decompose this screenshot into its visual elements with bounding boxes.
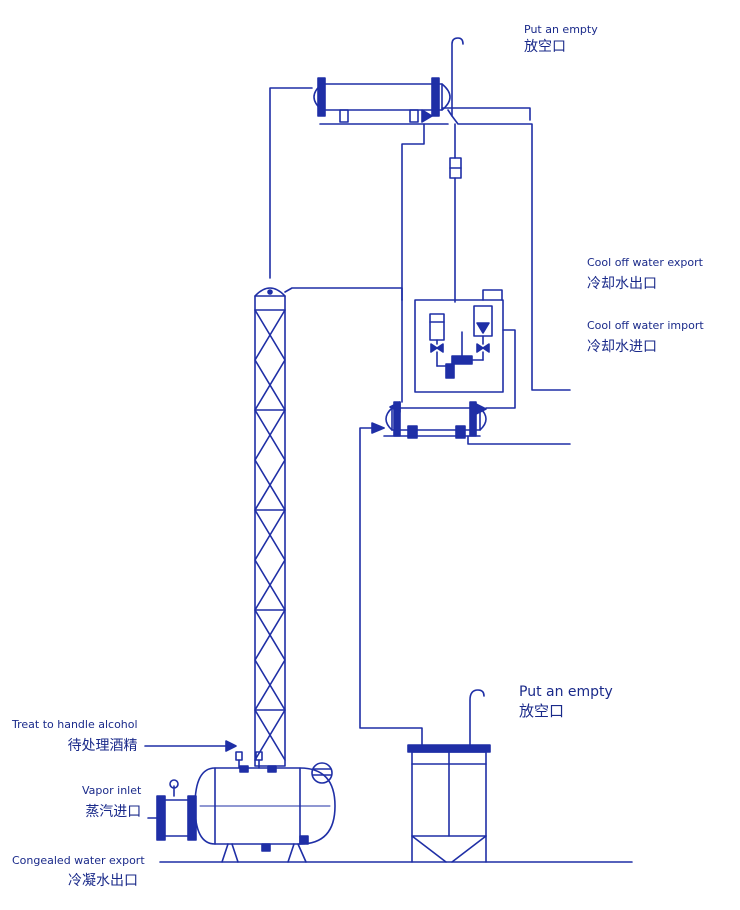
cooling-water-import-label-cn: 冷却水进口 [587,339,657,355]
cooling-water-export-label: Cool off water export 冷却水出口 [587,256,703,293]
product-line [359,427,423,749]
condensate-export-label-en: Congealed water export [12,854,145,867]
alcohol-feed-label-cn: 待处理酒精 [67,738,138,754]
cooling-water-import-label-en: Cool off water import [587,319,704,332]
product-cooler [383,401,487,439]
vapor-line [269,87,313,279]
receiver-vent-pipe [469,689,485,746]
top-vent-label: Put an empty 放空口 [524,23,598,56]
top-condenser [313,77,451,125]
vapor-inlet-label-cn: 蒸汽进口 [85,804,142,820]
reboiler-tank [194,765,336,863]
top-vent-label-en: Put an empty [524,23,598,36]
cooling-water-line [447,109,571,391]
distillation-column [254,287,286,767]
sight-glass [449,157,462,179]
receiving-tank [407,744,491,863]
receiver-vent-label-cn: 放空口 [519,702,565,720]
reboiler-manhole [311,762,333,784]
alcohol-feed-label-en: Treat to handle alcohol [12,718,138,731]
cooling-water-export-label-cn: 冷却水出口 [587,276,657,292]
receiver-vent-label: Put an empty 放空口 [519,684,613,721]
cooling-water-export-label-en: Cool off water export [587,256,703,269]
vapor-inlet-label: Vapor inlet 蒸汽进口 [82,784,141,821]
reflux-separator [414,289,504,393]
steam-heater [147,779,197,841]
vapor-inlet-label-en: Vapor inlet [82,784,142,797]
top-vent-pipe [451,37,464,117]
cooling-water-import-label: Cool off water import 冷却水进口 [587,319,704,356]
reflux-line [284,287,403,301]
top-vent-label-cn: 放空口 [524,39,566,55]
feed-inlet [144,740,263,769]
condensate-export-label-cn: 冷凝水出口 [68,873,138,889]
condensate-export-label: Congealed water export 冷凝水出口 [12,854,145,890]
receiver-vent-label-en: Put an empty [519,684,613,700]
alcohol-feed-label: Treat to handle alcohol 待处理酒精 [12,718,138,755]
